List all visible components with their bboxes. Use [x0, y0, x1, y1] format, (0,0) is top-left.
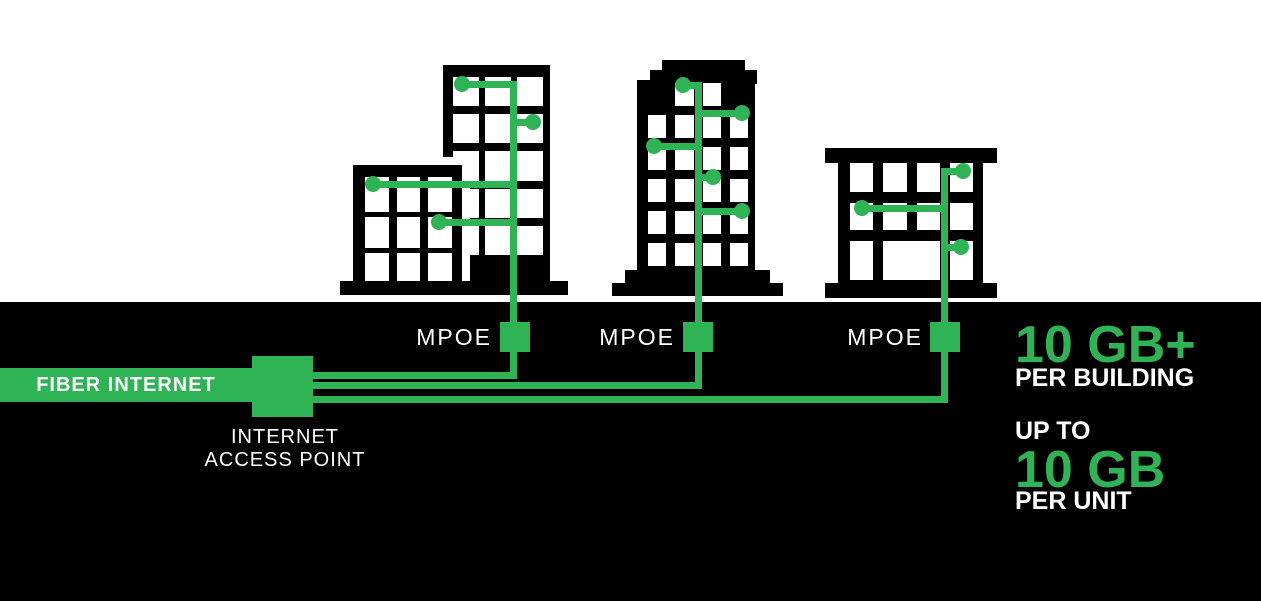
branch-line — [373, 181, 517, 188]
building-window — [702, 211, 721, 234]
building-3-base-cap — [825, 283, 997, 298]
building-window — [729, 147, 748, 170]
building-window — [365, 253, 389, 281]
building-window — [485, 151, 511, 181]
branch-line — [654, 143, 702, 150]
unit-dot — [525, 114, 541, 130]
unit-dot — [431, 214, 447, 230]
branch-line — [462, 81, 517, 88]
fiber-internet-banner: FIBER INTERNET — [0, 368, 252, 402]
building-window — [702, 147, 721, 170]
internet-access-point-label: INTERNET ACCESS POINT — [175, 426, 395, 472]
building-window — [702, 243, 721, 266]
building-window — [850, 163, 874, 192]
building-1-riser-line — [510, 81, 517, 379]
trunk-line-1 — [313, 372, 517, 379]
building-window — [648, 179, 667, 202]
building-window — [675, 147, 694, 170]
mpoe-box-2 — [683, 322, 713, 352]
unit-dot — [646, 138, 662, 154]
building-window — [729, 179, 748, 202]
branch-line — [695, 110, 742, 117]
trunk-line-2 — [313, 382, 702, 389]
building-window — [485, 188, 511, 218]
unit-dot — [854, 200, 870, 216]
building-window — [702, 179, 721, 202]
building-wall-fill — [648, 83, 667, 106]
building-window — [517, 225, 543, 255]
building-window — [729, 243, 748, 266]
building-window — [648, 115, 667, 138]
building-window — [675, 243, 694, 266]
building-window — [916, 163, 940, 192]
building-wall-fill — [729, 83, 748, 106]
building-window — [517, 151, 543, 181]
per-building-value: 10 GB+ — [1015, 316, 1196, 374]
mpoe-box-3 — [930, 322, 960, 352]
building-window — [675, 211, 694, 234]
building-3-wide-building — [838, 163, 983, 283]
building-window — [428, 253, 452, 281]
mpoe-label-2: MPOE — [599, 324, 675, 350]
unit-dot — [454, 76, 470, 92]
trunk-line-3 — [313, 396, 948, 403]
building-2-riser-line — [695, 82, 702, 389]
building-window — [702, 115, 721, 138]
building-window — [648, 243, 667, 266]
building-1-plinth — [340, 281, 568, 295]
branch-line — [941, 168, 963, 175]
building-window — [949, 203, 973, 230]
up-to-label: UP TO — [1015, 417, 1091, 445]
per-unit-caption: PER UNIT — [1015, 487, 1132, 515]
per-unit-value: 10 GB — [1015, 441, 1166, 499]
branch-line — [510, 119, 533, 126]
unit-dot — [734, 203, 750, 219]
building-window — [485, 225, 511, 255]
building-window — [485, 114, 511, 144]
branch-line — [695, 174, 713, 181]
internet-access-point-line1: INTERNET — [231, 426, 339, 448]
internet-access-point-line2: ACCESS POINT — [204, 449, 366, 471]
unit-dot — [705, 169, 721, 185]
building-window — [517, 77, 543, 107]
building-window — [365, 217, 389, 248]
building-window — [883, 241, 940, 280]
unit-dot — [365, 176, 381, 192]
building-window — [453, 114, 479, 144]
branch-line — [862, 205, 948, 212]
building-window — [517, 188, 543, 218]
branch-line — [695, 208, 742, 215]
building-window — [675, 115, 694, 138]
building-window — [850, 241, 874, 280]
building-window — [396, 217, 421, 248]
fiber-internet-label: FIBER INTERNET — [36, 373, 216, 396]
building-window — [675, 179, 694, 202]
mpoe-label-1: MPOE — [416, 324, 492, 350]
unit-dot — [953, 239, 969, 255]
unit-dot — [734, 105, 750, 121]
mpoe-label-3: MPOE — [847, 324, 923, 350]
branch-line — [941, 244, 961, 251]
unit-dot — [675, 77, 691, 93]
building-window — [702, 83, 721, 106]
unit-dot — [955, 163, 971, 179]
building-window — [648, 211, 667, 234]
per-building-caption: PER BUILDING — [1015, 364, 1195, 392]
building-window — [396, 253, 421, 281]
building-3-riser-line — [941, 168, 948, 403]
building-window — [883, 163, 907, 192]
branch-line — [683, 82, 702, 89]
ground-band — [0, 302, 1261, 601]
internet-access-point-box — [252, 356, 313, 417]
mpoe-box-1 — [500, 322, 530, 352]
branch-line — [439, 219, 517, 226]
building-3-roof-cap — [825, 148, 997, 163]
